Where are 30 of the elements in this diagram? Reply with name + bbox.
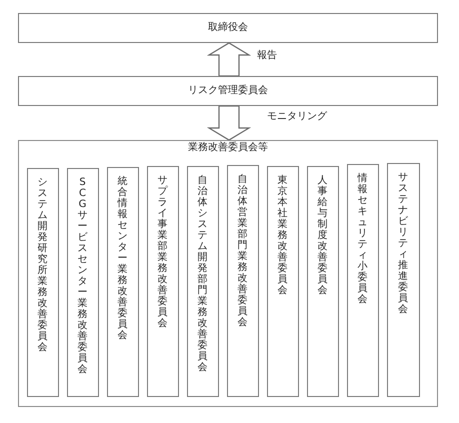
node-label: 取締役会 (208, 22, 248, 34)
block-arrow (206, 105, 252, 141)
committee-column (106, 166, 138, 396)
committee-column (266, 166, 298, 396)
vertical-label: 統合情報センター業務改善委員会 (118, 176, 128, 340)
vertical-label: 人事給与制度改善委員会 (318, 174, 328, 296)
committee-column (186, 166, 218, 396)
process-box (18, 76, 438, 106)
group-container (18, 140, 438, 407)
committee-column (146, 166, 178, 396)
group-heading: 業務改善委員会等 (188, 142, 268, 153)
edge-label: モニタリング (266, 111, 328, 123)
edge-label: 報告 (256, 50, 278, 62)
committee-column (226, 164, 258, 396)
vertical-label: 自治体システム開発部門業務改善委員会 (198, 174, 208, 372)
vertical-label: 自治体営業部門業務改善委員会 (238, 174, 248, 328)
committee-column (306, 166, 338, 396)
vertical-label: SCGサービスセンター業務改善委員会 (78, 176, 88, 374)
vertical-label: サプライ事業部業務改善委員会 (158, 174, 168, 328)
vertical-label: サステナビリティ推進委員会 (398, 172, 408, 314)
committee-column (386, 162, 420, 396)
node-label: リスク管理委員会 (188, 85, 268, 97)
block-arrow (206, 42, 252, 77)
vertical-label: 情報セキュリティ小委員会 (358, 172, 368, 304)
committee-column (66, 168, 98, 396)
process-box (18, 13, 438, 43)
vertical-label: 東京本社業務改善委員会 (278, 174, 288, 296)
committee-column (346, 164, 378, 396)
vertical-label: システム開発研究所業務改善委員会 (38, 176, 48, 352)
committee-column (26, 168, 58, 396)
